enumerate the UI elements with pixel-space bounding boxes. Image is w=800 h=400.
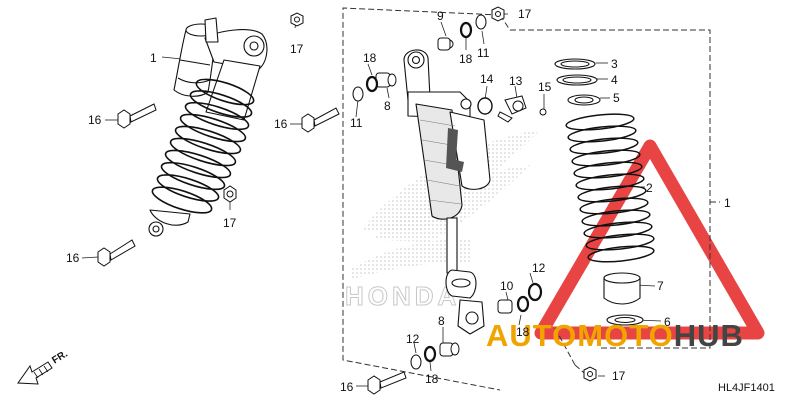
callout-12-right: 12 — [532, 261, 546, 275]
diagram-code: HL4JF1401 — [718, 382, 775, 394]
callout-17-bottom: 17 — [612, 369, 626, 383]
center-hardware — [301, 6, 597, 395]
callout-1-left-shock: 1 — [150, 51, 157, 65]
callout-11-mid: 11 — [350, 116, 363, 130]
callout-3: 3 — [611, 57, 618, 71]
callout-17-left-top: 17 — [290, 42, 304, 56]
callout-13: 13 — [509, 74, 523, 88]
callout-8-upper: 8 — [384, 99, 391, 113]
spring-stack — [554, 58, 655, 326]
callout-1-right-bracket: 1 — [724, 196, 731, 210]
callout-18-right: 18 — [516, 325, 530, 339]
center-shock-body — [403, 49, 491, 335]
callout-14: 14 — [480, 72, 494, 86]
assembly-bracket — [342, 7, 720, 391]
callout-16-center: 16 — [274, 117, 288, 131]
watermark-part1: AUTOMOTO — [486, 318, 674, 353]
callout-11-top: 11 — [477, 46, 490, 60]
callout-16-left-lower: 16 — [66, 251, 80, 265]
callout-16-bottom: 16 — [340, 380, 354, 394]
left-hardware — [97, 12, 304, 267]
callout-2-spring: 2 — [646, 181, 653, 195]
callout-17-left-mid: 17 — [223, 216, 237, 230]
callout-9: 9 — [437, 9, 444, 23]
watermark-brand: AUTOMOTOHUB — [486, 318, 744, 354]
front-direction-arrow — [17, 361, 53, 385]
callout-17-top-right: 17 — [518, 7, 532, 21]
watermark-part2: HUB — [673, 318, 744, 353]
callout-7: 7 — [657, 279, 664, 293]
callout-6: 6 — [664, 315, 671, 329]
callout-5: 5 — [613, 91, 620, 105]
callout-18-bottom: 18 — [425, 372, 439, 386]
callout-18-top: 18 — [459, 52, 473, 66]
callout-16-left-upper: 16 — [88, 113, 102, 127]
svg-text:HONDA: HONDA — [345, 281, 460, 311]
callout-10: 10 — [500, 279, 514, 293]
left-shock-assembly — [148, 17, 268, 237]
callout-15: 15 — [538, 80, 552, 94]
callout-12-lower: 12 — [406, 332, 420, 346]
callout-18-mid: 18 — [363, 51, 377, 65]
callout-4: 4 — [611, 73, 618, 87]
callout-8-lower: 8 — [438, 314, 445, 328]
